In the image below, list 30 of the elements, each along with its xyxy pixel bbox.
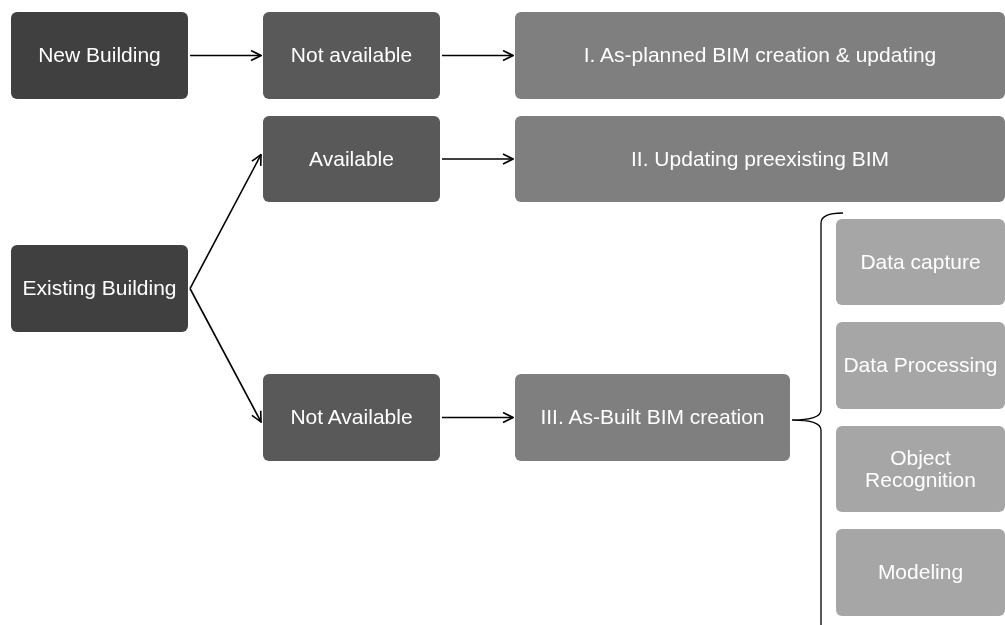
arrow (441, 153, 514, 165)
arrow (189, 49, 262, 62)
process-box (263, 374, 440, 461)
process-box (515, 12, 1005, 99)
process-box (515, 116, 1005, 202)
box-label: Data Processing (843, 354, 998, 377)
process-box (263, 116, 440, 202)
box-label: Not Available (290, 406, 413, 429)
box-label: III. As-Built BIM creation (540, 406, 765, 429)
process-box (836, 426, 1005, 512)
process-box (11, 245, 188, 332)
box-label: II. Updating preexisting BIM (631, 147, 889, 170)
box-label: Object Recognition (864, 446, 977, 492)
box-label: New Building (38, 44, 161, 67)
process-box (263, 12, 440, 99)
arrow (189, 153, 262, 290)
arrow (189, 287, 262, 423)
box-label: Existing Building (22, 277, 177, 300)
arrow (441, 411, 514, 424)
box-label: Not available (290, 44, 413, 67)
process-box (11, 12, 188, 99)
box-label: I. As-planned BIM creation & updating (583, 44, 937, 67)
process-box (515, 374, 790, 461)
process-box (836, 529, 1005, 616)
box-label: Modeling (877, 561, 964, 584)
arrow (441, 49, 514, 62)
box-label: Data capture (860, 250, 981, 273)
box-label: Available (309, 147, 394, 170)
process-box (836, 219, 1005, 305)
process-box (836, 322, 1005, 409)
